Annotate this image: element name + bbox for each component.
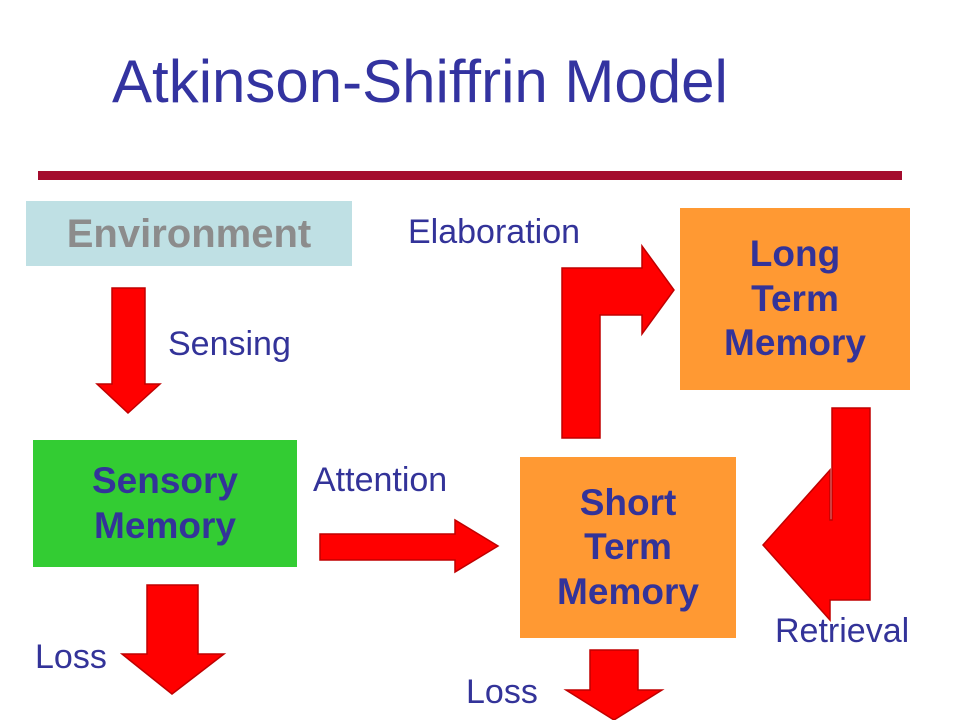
short-term-memory-box: Short Term Memory: [520, 457, 736, 638]
sensing-label: Sensing: [168, 325, 291, 363]
environment-box: Environment: [26, 201, 352, 266]
attention-arrow: [319, 518, 500, 574]
loss-short-term-label: Loss: [466, 673, 538, 711]
retrieval-arrow: [761, 407, 871, 622]
sensory-memory-line-2: Memory: [94, 504, 236, 546]
long-term-memory-line-3: Memory: [724, 322, 866, 364]
environment-label: Environment: [66, 211, 312, 256]
short-term-memory-line-3: Memory: [557, 570, 699, 612]
long-term-memory-box: Long Term Memory: [680, 208, 910, 390]
sensory-memory-line-1: Sensory: [91, 460, 238, 502]
long-term-memory-line-1: Long: [749, 233, 841, 275]
attention-label: Attention: [313, 461, 448, 499]
long-term-memory-line-2: Term: [751, 277, 839, 319]
slide-title: Atkinson-Shiffrin Model: [112, 48, 728, 115]
loss-sensory-arrow: [119, 584, 227, 695]
retrieval-label: Retrieval: [775, 612, 910, 650]
title-divider: [38, 171, 902, 180]
elaboration-arrow: [561, 243, 675, 439]
elaboration-label: Elaboration: [408, 213, 581, 251]
loss-short-term-arrow: [563, 649, 665, 720]
loss-sensory-label: Loss: [35, 638, 107, 676]
short-term-memory-line-1: Short: [579, 481, 677, 523]
short-term-memory-line-2: Term: [584, 526, 672, 568]
sensory-memory-box: Sensory Memory: [33, 440, 297, 567]
sensing-arrow: [95, 287, 162, 415]
